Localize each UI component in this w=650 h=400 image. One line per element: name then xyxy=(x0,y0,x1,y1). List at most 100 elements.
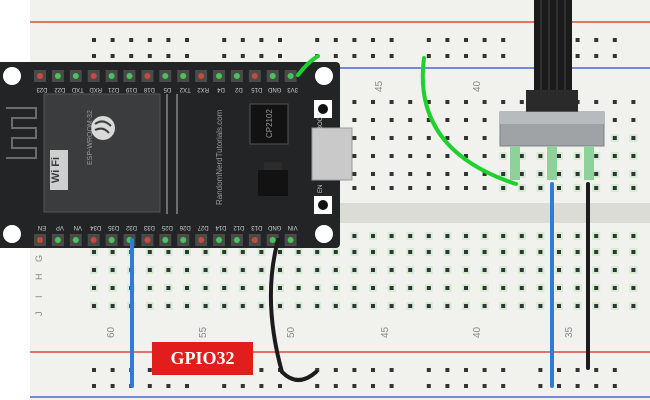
breadboard-hole xyxy=(92,38,96,42)
header-pin-contact xyxy=(54,73,61,79)
breadboard-hole xyxy=(464,368,468,372)
breadboard-hole xyxy=(371,154,375,158)
breadboard-hole xyxy=(631,100,636,104)
breadboard-hole xyxy=(631,118,636,122)
pin-label: D14 xyxy=(215,224,227,230)
breadboard-hole xyxy=(222,304,227,308)
pin-label: VN xyxy=(74,224,82,230)
breadboard-hole xyxy=(464,186,468,190)
breadboard-hole xyxy=(501,38,506,42)
breadboard-hole xyxy=(371,368,375,372)
mounting-hole xyxy=(315,67,333,85)
breadboard-hole xyxy=(278,250,282,254)
column-number: 45 xyxy=(380,326,391,338)
pin-label: D19 xyxy=(125,86,137,92)
breadboard-hole xyxy=(166,304,171,308)
breadboard-hole xyxy=(389,186,394,190)
breadboard-hole xyxy=(426,54,431,58)
breadboard-hole xyxy=(557,286,561,290)
breadboard-hole xyxy=(612,118,617,122)
header-pin-contact xyxy=(198,237,205,243)
breadboard-hole xyxy=(612,38,617,42)
breadboard-hole xyxy=(445,304,450,308)
breadboard-hole xyxy=(110,286,115,290)
breadboard-hole xyxy=(92,384,96,388)
breadboard-hole xyxy=(389,368,394,372)
breadboard-hole xyxy=(185,54,189,58)
breadboard-hole xyxy=(371,286,375,290)
breadboard-hole xyxy=(575,268,580,272)
breadboard-hole xyxy=(557,234,561,238)
breadboard-hole xyxy=(408,304,413,308)
breadboard-hole xyxy=(594,234,599,238)
module-name: ESP-WROOM-32 xyxy=(87,110,94,165)
breadboard-hole xyxy=(371,118,375,122)
breadboard-hole xyxy=(389,154,394,158)
breadboard-hole xyxy=(426,100,431,104)
pin-label: RXD xyxy=(89,86,102,92)
header-pin-contact xyxy=(287,73,294,79)
pot-pin xyxy=(547,146,557,180)
breadboard-hole xyxy=(278,384,282,388)
en-button-cap xyxy=(318,200,328,210)
breadboard-hole xyxy=(408,268,413,272)
pin-label: D15 xyxy=(251,86,263,92)
pin-label: D21 xyxy=(107,86,119,92)
breadboard-hole xyxy=(129,38,134,42)
breadboard-hole xyxy=(408,136,413,140)
breadboard-hole xyxy=(612,54,617,58)
breadboard-hole xyxy=(445,38,450,42)
breadboard-hole xyxy=(408,100,413,104)
breadboard-hole xyxy=(575,186,580,190)
pin-label: VIN xyxy=(288,224,298,230)
pin-label: 3V3 xyxy=(287,86,298,92)
breadboard-hole xyxy=(501,384,506,388)
breadboard-hole xyxy=(352,154,357,158)
pin-label: D18 xyxy=(143,86,155,92)
breadboard-hole xyxy=(296,286,301,290)
regulator-tab xyxy=(264,162,282,170)
column-number: 45 xyxy=(374,80,385,92)
header-pin-contact xyxy=(108,73,115,79)
breadboard-hole xyxy=(389,286,394,290)
header-pin-contact xyxy=(216,237,222,243)
breadboard-hole xyxy=(557,368,561,372)
breadboard-hole xyxy=(315,286,320,290)
breadboard-hole xyxy=(222,268,227,272)
breadboard-hole xyxy=(482,368,487,372)
breadboard-hole xyxy=(464,286,468,290)
breadboard-hole xyxy=(278,38,282,42)
breadboard-hole xyxy=(333,384,338,388)
breadboard-hole xyxy=(612,136,617,140)
breadboard-hole xyxy=(519,100,524,104)
breadboard-hole xyxy=(519,172,524,176)
header-pin-contact xyxy=(162,73,169,79)
breadboard-hole xyxy=(259,250,264,254)
breadboard-hole xyxy=(166,286,171,290)
breadboard-hole xyxy=(575,154,580,158)
breadboard-hole xyxy=(612,384,617,388)
header-pin-contact xyxy=(126,73,133,79)
breadboard-hole xyxy=(612,234,617,238)
breadboard-hole xyxy=(631,304,636,308)
breadboard-hole xyxy=(594,54,599,58)
breadboard-hole xyxy=(445,118,450,122)
breadboard-hole xyxy=(426,268,431,272)
breadboard-hole xyxy=(110,304,115,308)
pin-label: RX2 xyxy=(197,86,209,92)
wire-green-pot xyxy=(420,56,518,186)
breadboard-hole xyxy=(371,234,375,238)
breadboard-hole xyxy=(501,186,506,190)
header-pin-contact xyxy=(90,237,97,243)
breadboard-hole xyxy=(259,38,264,42)
pin-label: D33 xyxy=(143,224,155,230)
breadboard-hole xyxy=(519,250,524,254)
breadboard-hole xyxy=(482,100,487,104)
breadboard-hole xyxy=(575,368,580,372)
row-letter: J xyxy=(34,312,44,317)
breadboard-hole xyxy=(612,250,617,254)
breadboard-hole xyxy=(557,172,561,176)
breadboard-hole xyxy=(333,38,338,42)
breadboard-hole xyxy=(575,54,580,58)
breadboard-hole xyxy=(333,304,338,308)
